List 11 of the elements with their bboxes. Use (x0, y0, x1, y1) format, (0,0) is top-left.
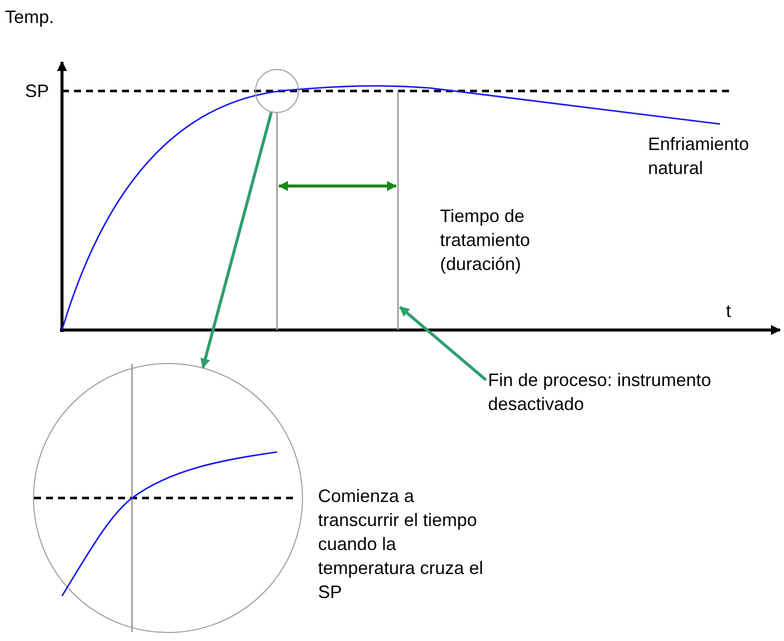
annotation-text: Fin de proceso: instrumento desactivado (488, 368, 780, 416)
setpoint-label: SP (25, 80, 50, 103)
axis-label: t (726, 300, 732, 323)
zoom-circle (33, 363, 303, 633)
curve-label: Enfriamiento natural (648, 133, 750, 180)
duration-label: Tiempo de tratamiento (duración) (440, 205, 532, 276)
arrow (399, 306, 487, 382)
arrow (200, 112, 273, 369)
axis-label: Temp. (5, 6, 56, 29)
highlight-circle (255, 69, 299, 113)
note-text: Comienza a transcurrir el tiempo cuando la temperatura cruza el SP (318, 485, 484, 604)
